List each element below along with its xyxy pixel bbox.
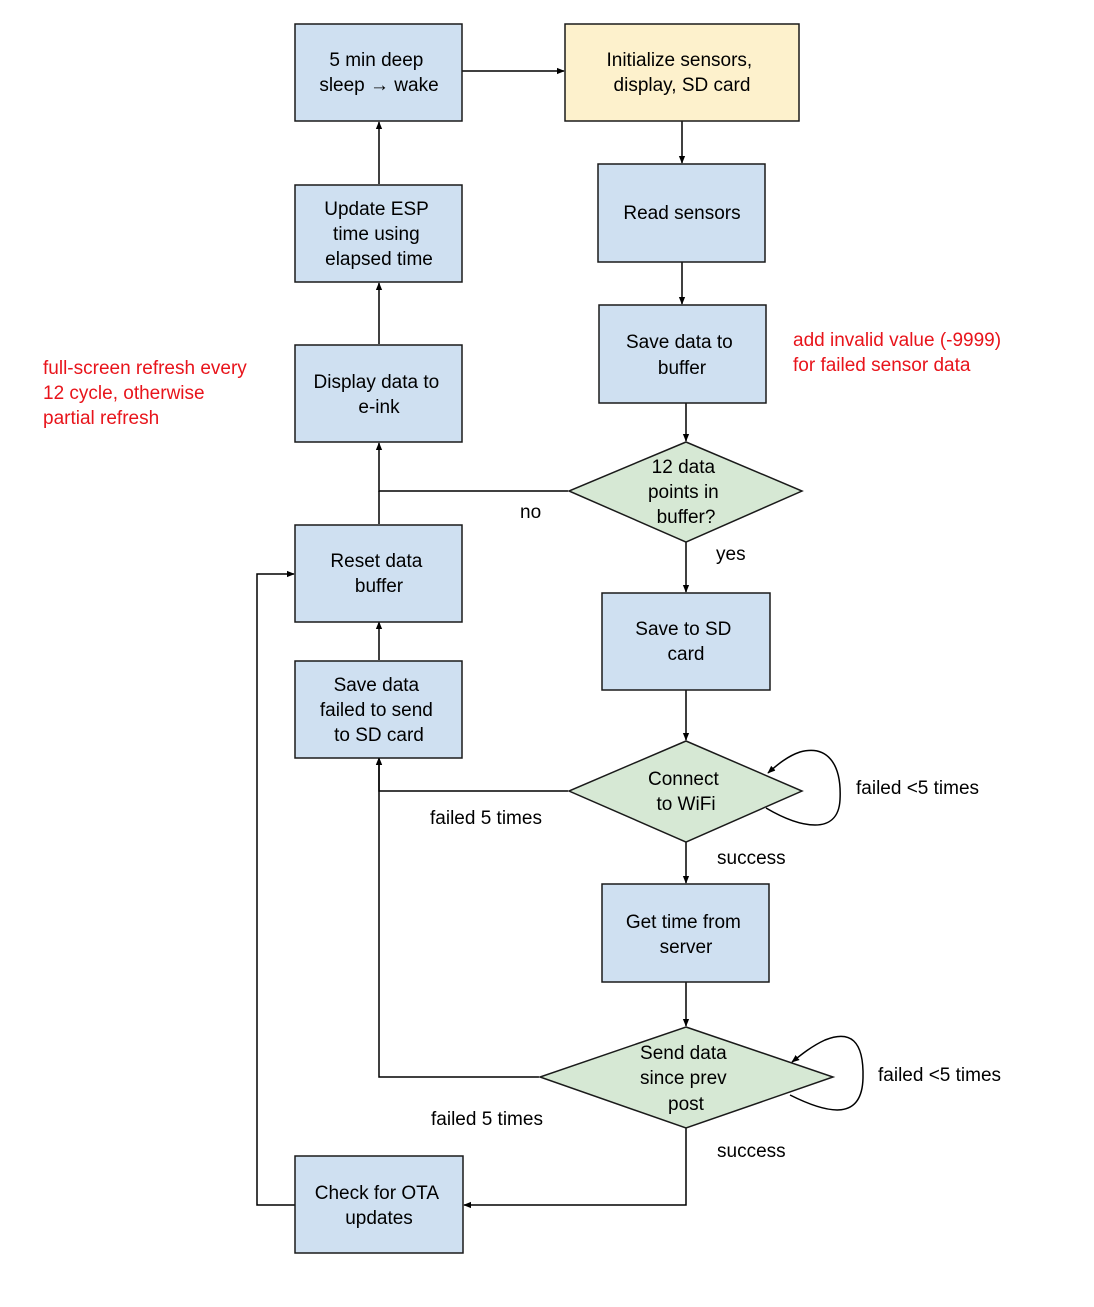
- svg-text:Initialize sensors, disp: Initialize sensors, display, SD card: [606, 50, 757, 96]
- notes: add invalid value (-9999) for failed sen…: [43, 330, 1006, 429]
- node-sleep-wake: 5 min deep sleep → wake: [294, 23, 463, 122]
- process-box: [294, 660, 463, 759]
- note-invalid-value: add invalid value (-9999) for failed sen…: [793, 330, 1006, 376]
- node-text-line: Save data: [334, 675, 420, 696]
- process-box: [294, 344, 463, 443]
- node-text-line: 5 min deep: [329, 50, 423, 71]
- node-text-line: sleep → wake: [319, 75, 438, 96]
- edge-labels: no yes failed <5 times failed 5 times su…: [430, 502, 1001, 1162]
- node-initialize: Initialize sensors, display, SD card: [564, 23, 800, 122]
- decision-diamond: [567, 740, 804, 843]
- node-text-line: Send data: [640, 1043, 727, 1064]
- node-reset-buffer: Reset data buffer: [294, 524, 463, 623]
- node-save-to-sd: Save to SD card: [601, 592, 771, 691]
- node-save-to-buffer: Save data to buffer: [598, 304, 767, 404]
- edge-ota-to-reset: [256, 570, 295, 1206]
- start-box: [564, 23, 800, 122]
- node-text-line: points in: [648, 482, 719, 503]
- node-get-time: Get time from server: [601, 883, 770, 983]
- svg-text:5 min deep sleep → wake: 5 min deep sleep → wake: [319, 50, 438, 96]
- node-text-line: Check for OTA: [315, 1183, 440, 1204]
- edge-wifi-retry-loop: [765, 749, 841, 826]
- process-box: [601, 883, 770, 983]
- decision-12-data-points: 12 data points in buffer?: [567, 441, 804, 543]
- note-text-line: 12 cycle, otherwise: [43, 383, 205, 404]
- node-text-line: Save data to: [626, 332, 733, 353]
- edge-label-wifi-success: success: [717, 848, 786, 869]
- note-refresh: full-screen refresh every 12 cycle, othe…: [43, 358, 252, 429]
- node-text-line: buffer?: [657, 507, 716, 528]
- process-box: [294, 1155, 464, 1254]
- node-save-failed-data: Save data failed to send to SD card: [294, 660, 463, 759]
- edge-label-wifi-retry: failed <5 times: [856, 778, 979, 799]
- process-box: [598, 304, 767, 404]
- edge-label-no: no: [520, 502, 541, 523]
- edge-send-success-to-ota: [463, 1128, 687, 1209]
- decision-diamond: [567, 441, 804, 543]
- node-text-line: e-ink: [358, 397, 400, 418]
- edge-send-retry-loop: [789, 1035, 864, 1111]
- node-text-line: display, SD card: [614, 75, 751, 96]
- node-text-line: Save to SD: [635, 619, 731, 640]
- node-text-line: Read sensors: [623, 203, 740, 224]
- svg-text:Send data since prev: Send data since prev post: [640, 1043, 732, 1115]
- note-text-line: for failed sensor data: [793, 355, 971, 376]
- svg-text:Save to SD card: Save to SD card: [635, 619, 736, 665]
- node-text-line: Get time from: [626, 912, 741, 933]
- process-box: [294, 184, 463, 283]
- svg-text:Connect to WiFi: Connect to WiFi: [648, 769, 724, 815]
- node-text-line: time using: [333, 224, 420, 245]
- edge-label-wifi-fail: failed 5 times: [430, 808, 542, 829]
- node-read-sensors: Read sensors: [597, 163, 766, 263]
- edge-label-send-success: success: [717, 1141, 786, 1162]
- node-text-line: server: [660, 937, 713, 958]
- node-text-line: Reset data: [330, 551, 422, 572]
- decision-diamond: [537, 1026, 836, 1129]
- svg-text:Save data to buffer: Save data to buffer: [626, 332, 738, 379]
- node-text-line: elapsed time: [325, 249, 433, 270]
- node-text-line: failed to send: [320, 700, 433, 721]
- node-update-esp-time: Update ESP time using elapsed time: [294, 184, 463, 283]
- edge-label-send-fail: failed 5 times: [431, 1109, 543, 1130]
- node-text-line: to WiFi: [656, 794, 715, 815]
- node-text-line: card: [668, 644, 705, 665]
- edge-decision-no-to-display: [375, 442, 568, 492]
- node-text-line: buffer: [658, 358, 707, 379]
- note-text-line: full-screen refresh every: [43, 358, 247, 379]
- node-text-line: 12 data: [652, 457, 716, 478]
- svg-text:Save data failed to send: Save data failed to send to SD card: [320, 675, 438, 746]
- process-box: [597, 163, 766, 263]
- node-text-line: buffer: [355, 576, 404, 597]
- edges: [256, 67, 864, 1209]
- node-text-line: post: [668, 1094, 705, 1115]
- edge-label-send-retry: failed <5 times: [878, 1065, 1001, 1086]
- node-text-line: Display data to: [314, 372, 440, 393]
- svg-text:Reset data buffer: Reset data buffer: [330, 551, 427, 597]
- process-box: [294, 23, 463, 122]
- svg-text:Update ESP time using: Update ESP time using elapsed time: [324, 199, 434, 270]
- svg-text:Display data to e-ink: Display data to e-ink: [314, 372, 445, 418]
- node-display-eink: Display data to e-ink: [294, 344, 463, 443]
- svg-text:Get time from server: Get time from server: [626, 912, 746, 958]
- node-text-line: Initialize sensors,: [606, 50, 752, 71]
- node-text-line: Update ESP: [324, 199, 428, 220]
- node-text-line: to SD card: [334, 725, 424, 746]
- svg-text:Check for OTA updates: Check for OTA updates: [315, 1183, 443, 1229]
- node-text-line: Connect: [648, 769, 719, 790]
- node-check-ota: Check for OTA updates: [294, 1155, 464, 1254]
- edge-send-fail-to-save-failed: [375, 757, 539, 1078]
- node-text-line: updates: [345, 1208, 413, 1229]
- edge-wifi-fail-to-save-failed: [375, 757, 568, 792]
- process-box: [601, 592, 771, 691]
- note-text-line: add invalid value (-9999): [793, 330, 1001, 351]
- edge-label-yes: yes: [716, 544, 746, 565]
- decision-connect-wifi: Connect to WiFi: [567, 740, 804, 843]
- svg-text:Read sensors: Read sensors: [623, 203, 740, 224]
- node-text-line: since prev: [640, 1068, 727, 1089]
- process-box: [294, 524, 463, 623]
- svg-text:12 data points in: 12 data points in buffer?: [648, 457, 724, 528]
- note-text-line: partial refresh: [43, 408, 159, 429]
- decision-send-data: Send data since prev post: [537, 1026, 836, 1129]
